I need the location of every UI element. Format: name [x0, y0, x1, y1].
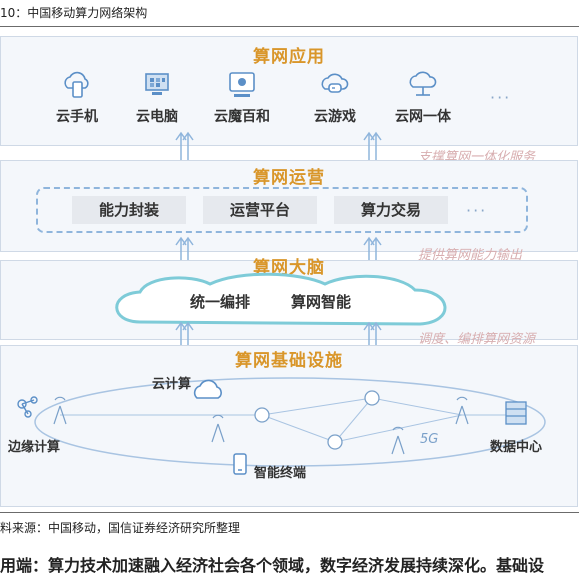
app-label: 云网一体 — [395, 109, 451, 125]
top-rule — [0, 26, 579, 27]
base-station-icon — [53, 396, 67, 425]
infra-layer-panel — [0, 345, 578, 507]
app-item-tv-box: 云魔百和 — [207, 70, 277, 126]
cloud-phone-icon — [64, 71, 89, 98]
note-schedule-resources: 调度、编排算网资源 — [418, 332, 536, 347]
brain-item-network-intelligence: 算网智能 — [291, 293, 352, 311]
base-station-icon — [455, 396, 469, 425]
app-item-cloud-network: 云网一体 — [388, 70, 458, 126]
cloud-computer-icon — [145, 73, 169, 95]
note-provide-capability: 提供算网能力输出 — [418, 248, 523, 263]
app-item-cloud-computer: 云电脑 — [122, 70, 192, 126]
base-station-icon — [391, 426, 405, 455]
ops-layer-title: 算网运营 — [253, 168, 325, 188]
infra-node-edge-computing: 边缘计算 — [8, 440, 61, 455]
ops-dashed-frame — [36, 187, 528, 233]
app-label: 云手机 — [56, 109, 98, 125]
app-label: 云电脑 — [136, 109, 178, 125]
network-topology — [17, 377, 546, 475]
app-label: 云魔百和 — [214, 109, 270, 125]
ops-more-ellipsis: ··· — [466, 201, 488, 220]
router-node — [254, 407, 270, 423]
smart-terminal-icon — [233, 453, 247, 475]
body-text-line: 用端：算力技术加速融入经济社会各个领域，数字经济发展持续深化。基础设 — [0, 556, 545, 575]
app-label: 云游戏 — [314, 109, 356, 125]
app-item-cloud-phone: 云手机 — [42, 70, 112, 126]
ops-item-operation-platform: 运营平台 — [203, 196, 317, 224]
infra-node-data-center: 数据中心 — [490, 440, 543, 455]
brain-cloud-shape — [115, 272, 447, 326]
edge-computing-icon — [17, 396, 38, 418]
app-more-ellipsis: ··· — [490, 88, 512, 107]
arrows-app-ops — [175, 131, 382, 162]
data-center-icon — [505, 401, 527, 425]
router-node — [327, 434, 343, 450]
gamepad-icon — [321, 73, 349, 93]
infra-node-cloud-computing: 云计算 — [152, 377, 192, 392]
infra-5g-label: 5G — [420, 432, 439, 447]
ops-item-capability-packaging: 能力封装 — [72, 196, 186, 224]
ops-item-computing-trade: 算力交易 — [334, 196, 448, 224]
app-layer-title: 算网应用 — [253, 47, 325, 67]
infra-node-smart-terminal: 智能终端 — [254, 466, 307, 481]
app-item-cloud-game: 云游戏 — [300, 70, 370, 126]
brain-item-unified-orchestration: 统一编排 — [190, 293, 251, 311]
base-station-icon — [211, 414, 225, 443]
tv-box-icon — [229, 72, 255, 97]
figure-title: 10：中国移动算力网络架构 — [0, 6, 148, 20]
router-node — [364, 390, 380, 406]
bottom-rule — [0, 512, 579, 513]
cloud-network-icon — [409, 71, 437, 96]
cloud-computing-icon — [193, 379, 222, 399]
app-layer-panel — [0, 36, 578, 146]
infra-layer-title: 算网基础设施 — [235, 351, 343, 371]
figure-source: 料来源：中国移动，国信证券经济研究所整理 — [0, 521, 241, 535]
